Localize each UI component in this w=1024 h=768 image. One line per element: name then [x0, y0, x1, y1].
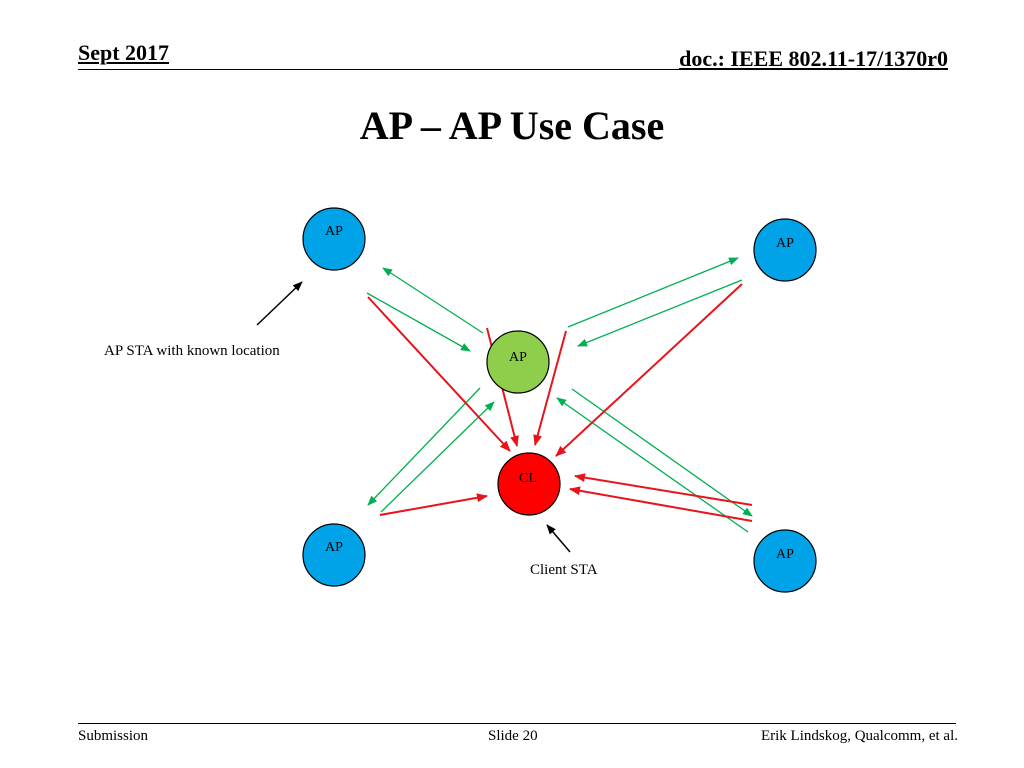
footer-slide-number: Slide 20	[488, 728, 538, 744]
ap-top-left-node	[302, 207, 366, 271]
header-date: Sept 2017	[78, 40, 170, 65]
arrow-center-to-bottom-left	[367, 387, 481, 506]
callout-arrow-ap-sta	[256, 281, 303, 326]
ap-bottom-right-node	[753, 529, 817, 593]
callout-arrow-client-sta	[546, 524, 571, 553]
arrow-bottom-right-to-client-1	[574, 473, 753, 506]
ap-top-right-label: AP	[776, 236, 794, 251]
ap-center-node	[486, 330, 550, 394]
ap-bottom-left-label: AP	[325, 540, 343, 555]
footer-submission: Submission	[78, 728, 149, 744]
ap-top-right-node	[753, 218, 817, 282]
client-label: CL	[519, 471, 537, 486]
header-divider	[78, 69, 948, 70]
arrow-bottom-left-to-client	[379, 493, 488, 516]
client-node	[497, 452, 561, 516]
ap-sta-annotation: AP STA with known location	[104, 343, 280, 359]
arrow-top-right-to-client	[555, 283, 743, 457]
ap-center-label: AP	[509, 350, 527, 365]
client-sta-annotation: Client STA	[530, 562, 598, 578]
arrow-top-left-to-center	[366, 292, 471, 352]
arrow-center-to-top-right	[567, 257, 739, 328]
ap-bottom-left-node	[302, 523, 366, 587]
ap-top-left-label: AP	[325, 224, 343, 239]
arrow-bottom-left-to-center	[380, 401, 495, 513]
ap-bottom-right-label: AP	[776, 547, 794, 562]
footer-authors: Erik Lindskog, Qualcomm, et al.	[760, 728, 958, 744]
footer-divider	[78, 723, 956, 724]
header-doc-id: doc.: IEEE 802.11-17/1370r0	[679, 46, 948, 71]
arrow-bottom-right-to-center	[556, 397, 749, 533]
slide-title: AP – AP Use Case	[359, 103, 665, 148]
arrow-bottom-right-to-client-2	[569, 486, 753, 522]
arrow-center-to-bottom-right	[571, 388, 753, 517]
arrow-center-to-top-left	[382, 267, 484, 334]
arrow-center-right-to-client	[533, 330, 567, 446]
arrow-top-left-to-client	[367, 296, 511, 452]
arrow-top-right-to-center	[577, 279, 743, 347]
